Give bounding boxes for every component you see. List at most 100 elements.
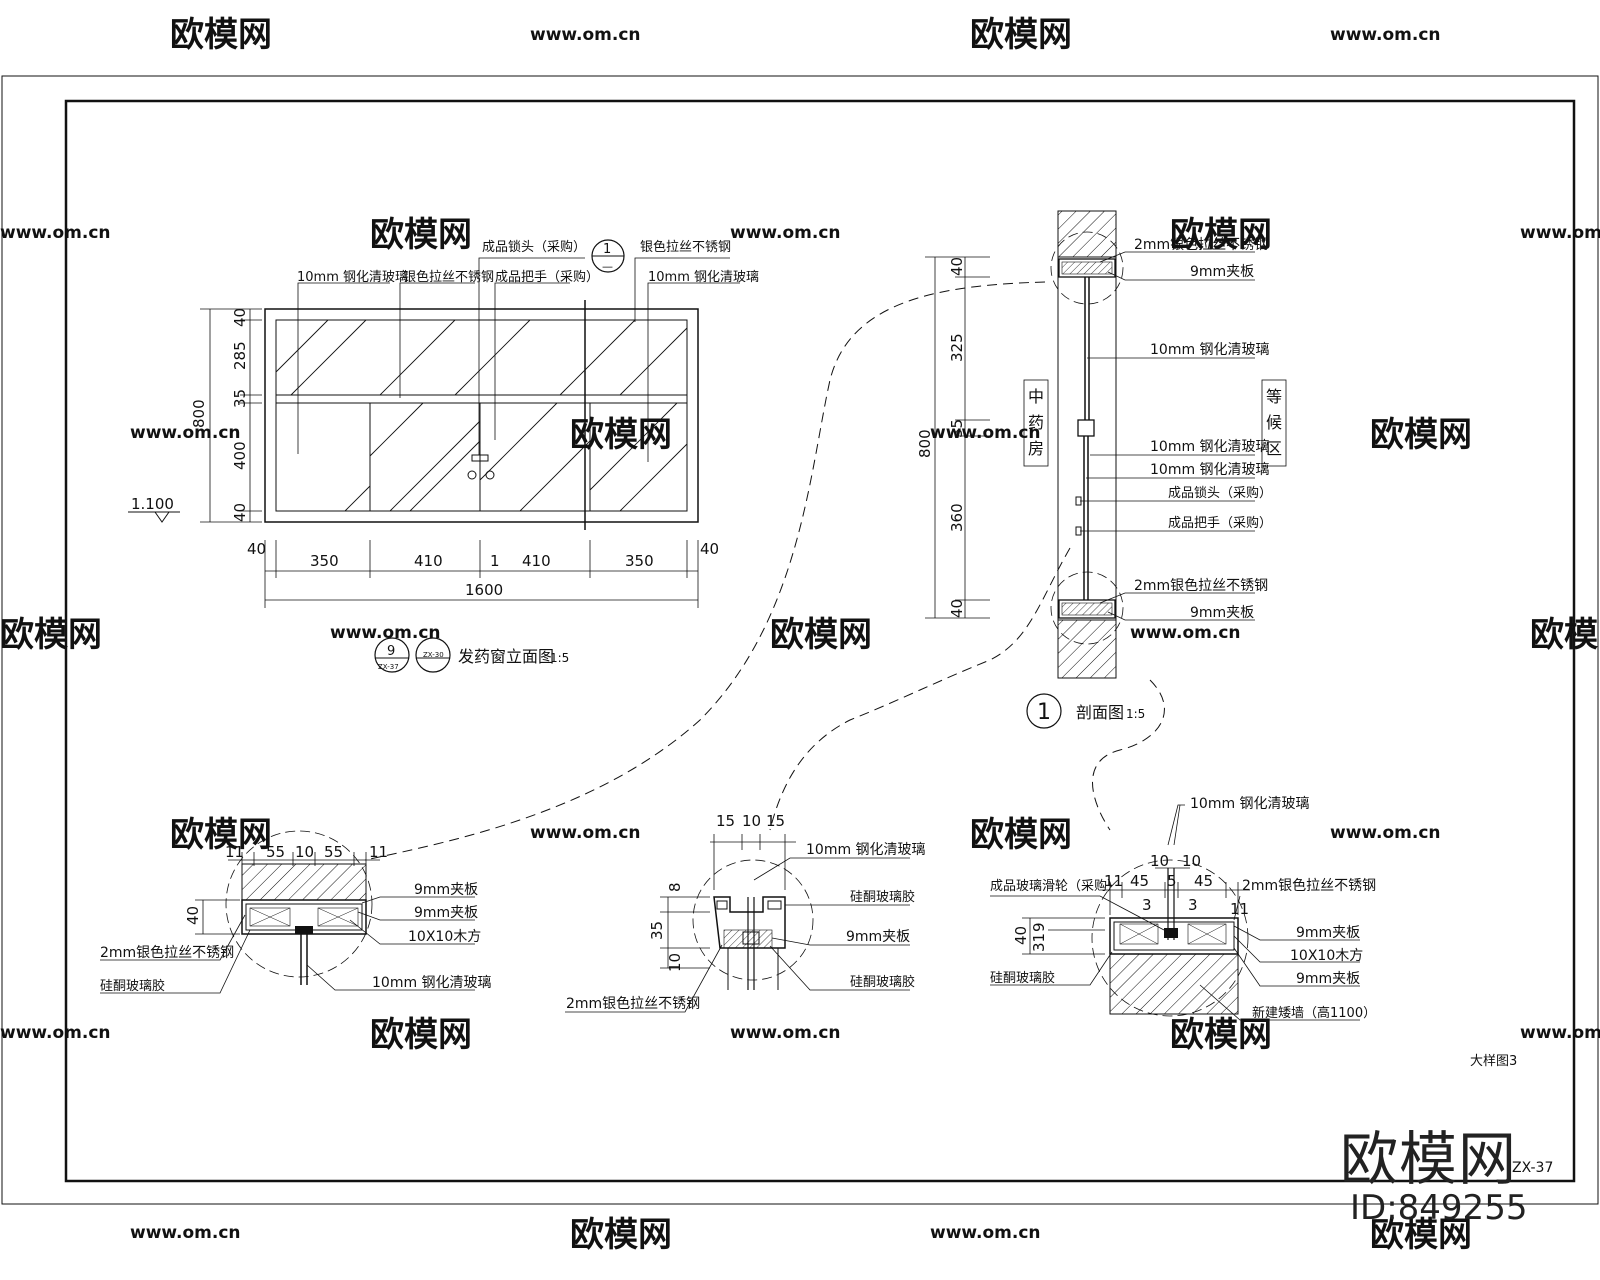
elev-ref-sheet: ZX-30 xyxy=(423,651,444,659)
detail-b-label-steel: 2mm银色拉丝不锈钢 xyxy=(566,995,700,1012)
watermark-logo-text: 欧模网 xyxy=(1370,415,1472,455)
elev-label-handle: 成品把手（采购） xyxy=(495,269,599,285)
watermark-logo-text: 欧模网 xyxy=(170,15,272,55)
sheet-title: 大样图3 xyxy=(1470,1054,1517,1069)
watermark-url: www.om.cn xyxy=(730,223,841,243)
section-vdim: 40 xyxy=(948,599,966,618)
room-right-char: 区 xyxy=(1266,439,1282,458)
watermark-url: www.om.cn xyxy=(1520,223,1600,243)
watermark-url: www.om.cn xyxy=(130,1223,241,1243)
watermark-url: www.om.cn xyxy=(0,1023,111,1043)
watermark-logo-text: 欧模网 xyxy=(370,1015,472,1055)
section-label-glass1: 10mm 钢化清玻璃 xyxy=(1150,341,1270,358)
detail-c-dim-mid: 5 xyxy=(1167,872,1177,890)
watermark-logo-text: 欧模网 xyxy=(370,215,472,255)
elev-hdim: 40 xyxy=(247,540,266,558)
section-vtotal: 800 xyxy=(916,429,934,458)
detail-c-dim-top: 10 xyxy=(1150,852,1169,870)
section-title: 剖面图 xyxy=(1076,703,1124,722)
elev-label-glass-right: 10mm 钢化清玻璃 xyxy=(648,270,759,285)
detail-a-dim: 55 xyxy=(324,843,343,861)
detail-c-label-wall: 新建矮墙（高1100） xyxy=(1252,1005,1376,1021)
watermark-logo-text: 欧模网 xyxy=(1530,615,1600,655)
detail-a-label-wood: 10X10木方 xyxy=(408,929,481,945)
section-vdim: 325 xyxy=(948,333,966,362)
elev-label-steel-right: 银色拉丝不锈钢 xyxy=(640,239,731,255)
detail-b-dim-side: 35 xyxy=(648,921,666,940)
room-right-char: 等 xyxy=(1266,387,1282,406)
detail-c-dim-mid: 11 xyxy=(1230,900,1249,918)
detail-a-label-silicone: 硅酮玻璃胶 xyxy=(100,978,165,994)
detail-b-dim: 15 xyxy=(716,812,735,830)
brand-logo-text: 欧模网 xyxy=(1340,1125,1518,1193)
elev-ref-bottom: ZX-37 xyxy=(378,663,399,671)
detail-b-dim: 15 xyxy=(766,812,785,830)
watermark-logo-text: 欧模网 xyxy=(1170,215,1272,255)
watermark-logo-text: 欧模网 xyxy=(1170,1015,1272,1055)
detail-connector-lines xyxy=(364,281,1165,861)
section-label-bot-ply: 9mm夹板 xyxy=(1190,605,1254,621)
watermark-logo-text: 欧模网 xyxy=(1370,1215,1472,1255)
watermark-logo-text: 欧模网 xyxy=(170,815,272,855)
section-view: 中 药 房 等 候 区 40 325 35 360 40 800 xyxy=(916,210,1287,729)
room-left-char: 中 xyxy=(1028,387,1044,406)
watermark-url: www.om.cn xyxy=(1330,823,1441,843)
sheet-inner-border xyxy=(64,99,1576,1183)
detail-b-dim: 10 xyxy=(742,812,761,830)
elev-ref-top: 9 xyxy=(387,644,395,659)
detail-a: 11 55 10 55 11 40 9mm夹板 9mm夹板 10X10木方 2m… xyxy=(100,830,492,994)
detail-c-label-steel: 2mm银色拉丝不锈钢 xyxy=(1242,877,1376,894)
elev-label-lock: 成品锁头（采购） xyxy=(482,239,586,255)
elev-hdim: 350 xyxy=(310,552,339,570)
detail-a-dim: 10 xyxy=(295,843,314,861)
detail-b: 15 10 15 8 35 10 10mm 钢化清玻璃 硅酮玻璃胶 9mm夹板 … xyxy=(565,812,926,1013)
watermark-url: www.om.cn xyxy=(930,423,1041,443)
elev-section-mark-sub: — xyxy=(602,260,613,273)
watermark-logo-text: 欧模网 xyxy=(970,815,1072,855)
brand-id: ID:849255 xyxy=(1350,1188,1528,1228)
elev-level: 1.100 xyxy=(131,495,174,513)
detail-c-label-glass: 10mm 钢化清玻璃 xyxy=(1190,795,1310,812)
detail-a-dim: 11 xyxy=(225,843,244,861)
detail-c-dim-mid: 45 xyxy=(1130,872,1149,890)
elev-vtotal: 800 xyxy=(190,399,208,428)
detail-a-dim-side: 40 xyxy=(184,906,202,925)
elev-hdim: 1 xyxy=(490,552,500,570)
detail-a-dim: 11 xyxy=(369,843,388,861)
elev-vdim: 400 xyxy=(231,441,249,470)
watermark-url: www.om.cn xyxy=(730,1023,841,1043)
detail-b-label-ply: 9mm夹板 xyxy=(846,929,910,945)
detail-c-dim-side: 9 xyxy=(1030,922,1048,932)
sheet-outer-border xyxy=(1,75,1599,1205)
detail-c-label-roller: 成品玻璃滑轮（采购） xyxy=(990,878,1120,894)
room-right-char: 候 xyxy=(1266,413,1282,432)
room-left-char: 药 xyxy=(1028,413,1044,432)
elev-hdim: 410 xyxy=(414,552,443,570)
elevation-view: 10mm 钢化清玻璃 银色拉丝不锈钢 成品锁头（采购） 成品把手（采购） 银色拉… xyxy=(128,239,759,673)
section-scale: 1:5 xyxy=(1126,707,1145,721)
elev-vdim: 285 xyxy=(231,341,249,370)
section-vdim: 35 xyxy=(948,419,966,438)
room-left-char: 房 xyxy=(1028,439,1044,458)
sheet-number: ZX-37 xyxy=(1512,1160,1553,1176)
section-label-glass2: 10mm 钢化清玻璃 xyxy=(1150,438,1270,455)
detail-c-label-wood: 10X10木方 xyxy=(1290,948,1363,964)
detail-b-label-glass: 10mm 钢化清玻璃 xyxy=(806,841,926,858)
watermark-logo-text: 欧模网 xyxy=(770,615,872,655)
detail-c: 10 10 11 45 5 45 11 3 3 40 9 31 10mm 钢化清… xyxy=(990,795,1376,1021)
watermark-layer: 欧模网 欧模网 欧模网 欧模网 欧模网 欧模网 欧模网 欧模网 欧模网 欧模网 … xyxy=(0,15,1600,1255)
detail-c-label-ply1: 9mm夹板 xyxy=(1296,925,1360,941)
section-label-top-steel: 2mm银色拉丝不锈钢 xyxy=(1134,236,1268,253)
watermark-url: www.om.cn xyxy=(930,1223,1041,1243)
elev-section-mark-number: 1 xyxy=(603,242,611,257)
watermark-logo-text: 欧模网 xyxy=(0,615,102,655)
elev-label-steel-mid: 银色拉丝不锈钢 xyxy=(403,269,494,285)
section-number: 1 xyxy=(1037,700,1051,725)
detail-c-dim-mid: 11 xyxy=(1104,872,1123,890)
detail-c-dim-mid: 45 xyxy=(1194,872,1213,890)
detail-b-dim-side: 8 xyxy=(666,882,684,892)
watermark-logo-text: 欧模网 xyxy=(970,15,1072,55)
section-label-top-ply: 9mm夹板 xyxy=(1190,264,1254,280)
watermark-url: www.om.cn xyxy=(530,25,641,45)
